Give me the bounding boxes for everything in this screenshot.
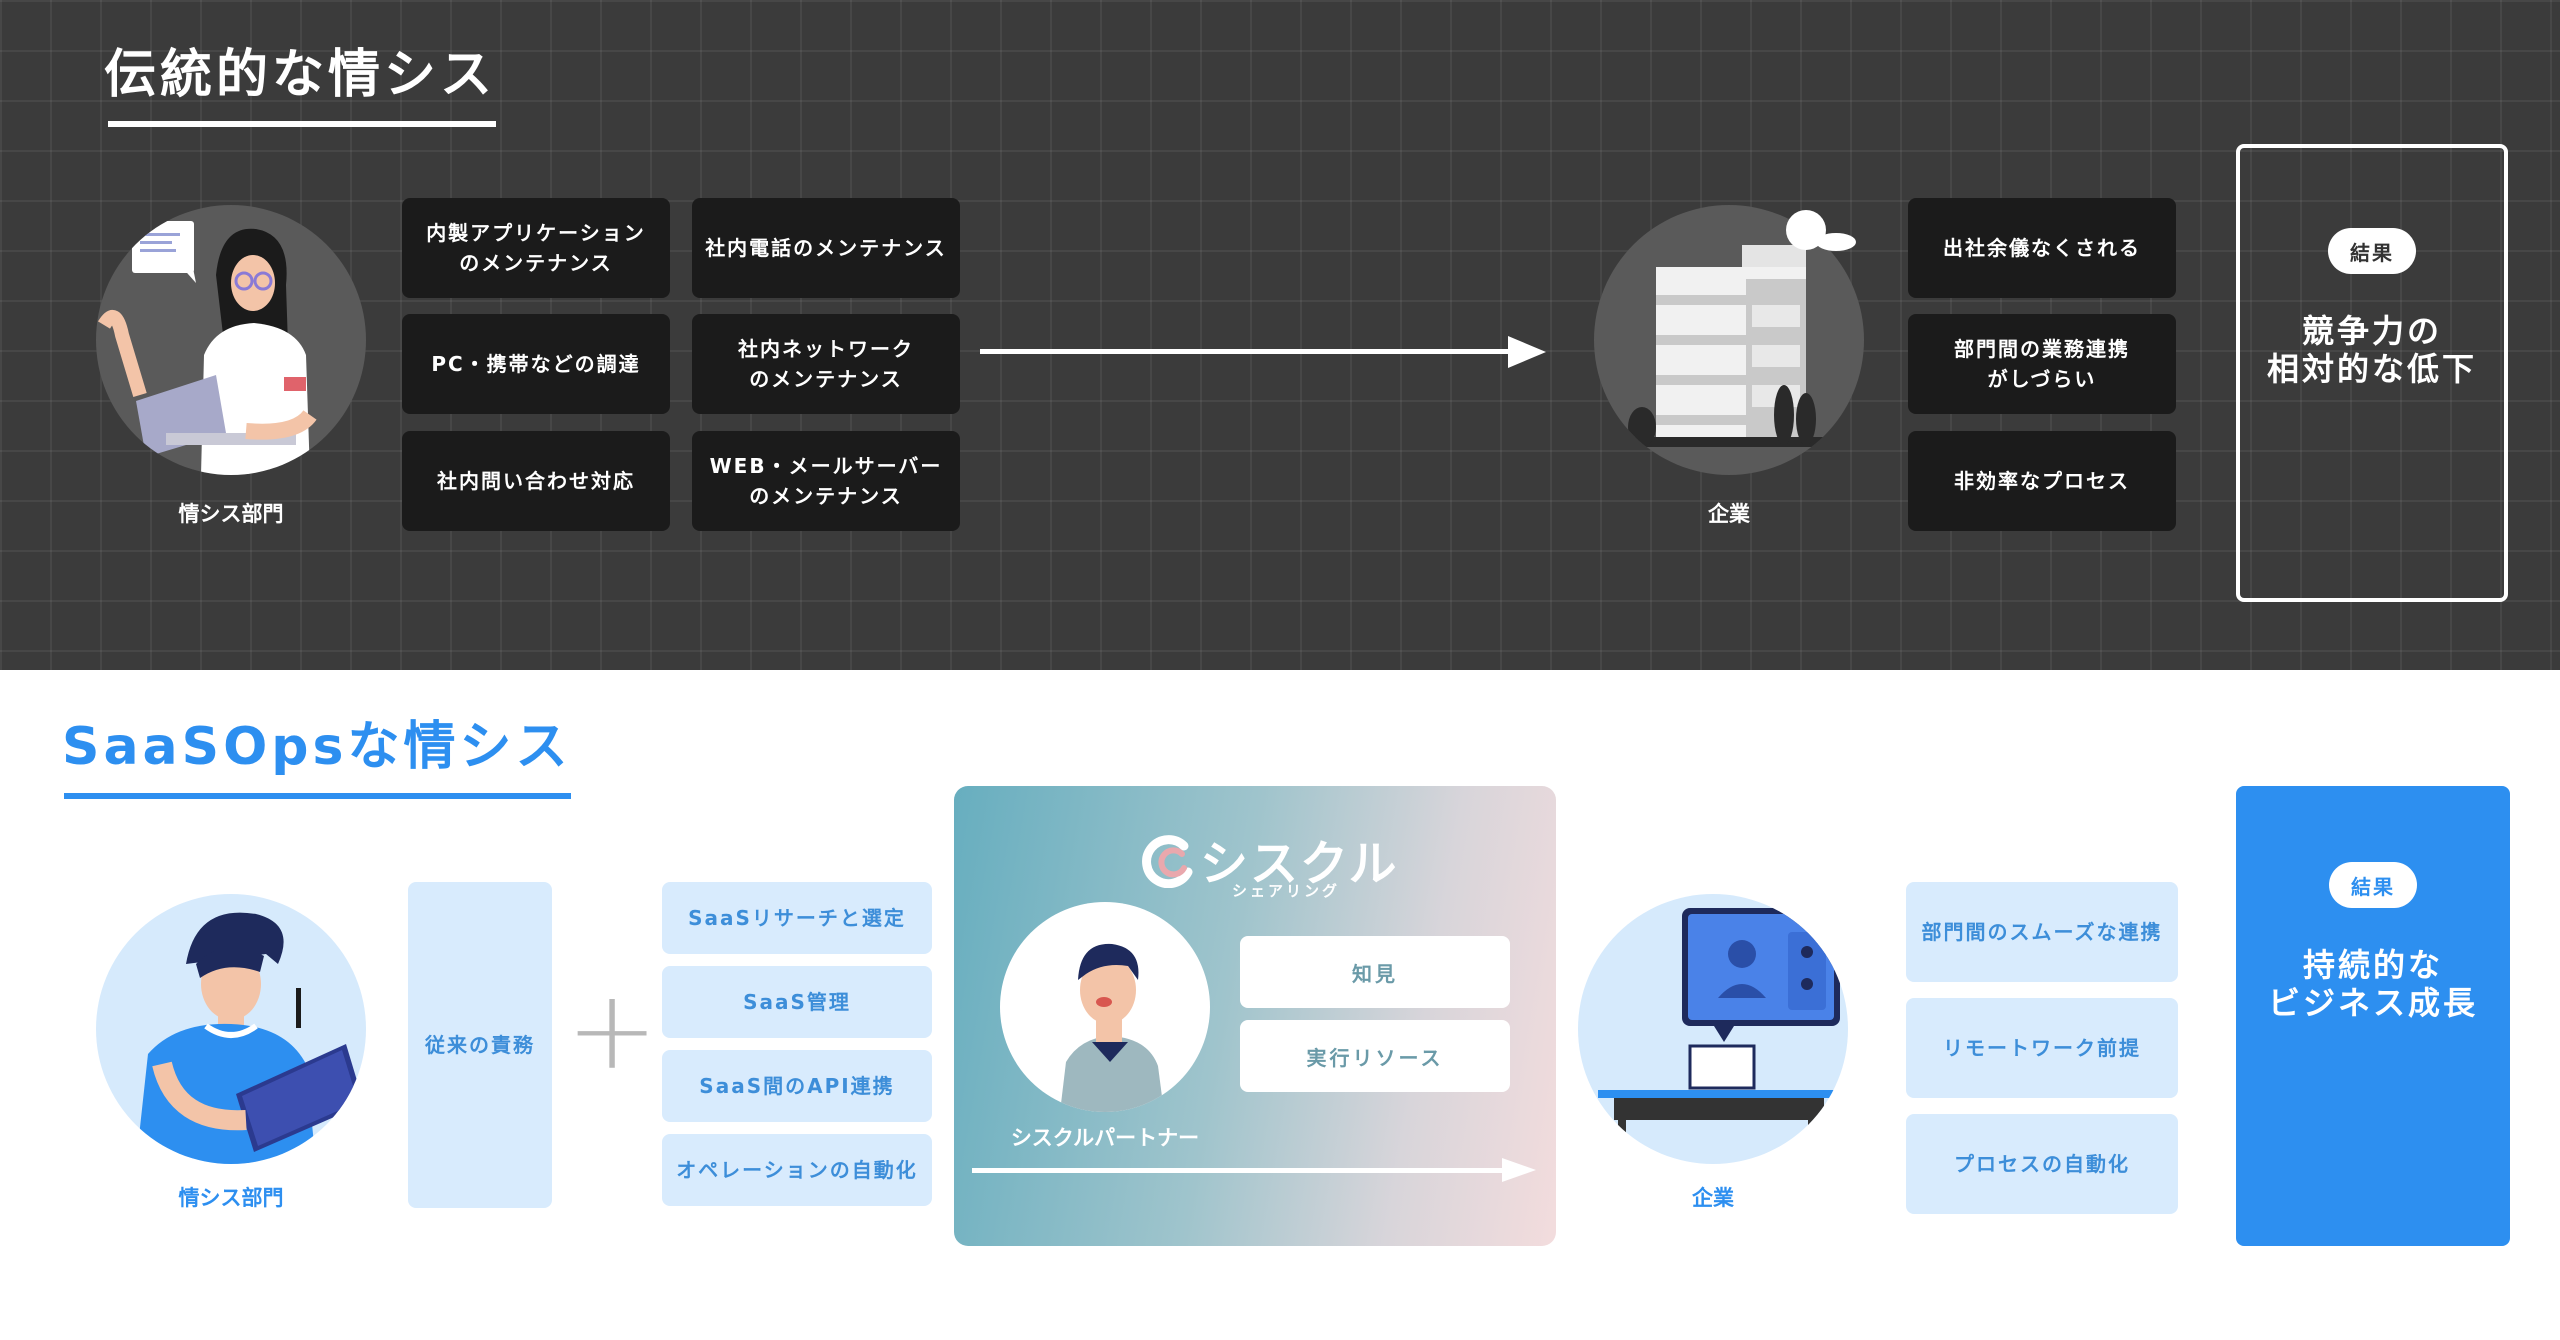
effect-inefficient-process: 非効率なプロセス xyxy=(1908,431,2176,531)
it-staff-label: 情シス部門 xyxy=(178,1186,284,1210)
cloud-icon xyxy=(1786,210,1856,251)
company-illustration xyxy=(1594,205,1864,475)
offer-execution-resource: 実行リソース xyxy=(1240,1020,1510,1092)
partner-illustration xyxy=(1000,902,1210,1112)
duty-phone: 社内電話のメンテナンス xyxy=(692,198,960,298)
duty-ops-automation: オペレーションの自動化 xyxy=(662,1134,932,1206)
traditional-section: 伝統的な情シス 情シス部門 内製ア xyxy=(0,0,2560,670)
video-call-screen-icon xyxy=(1598,908,1848,1164)
effect-smooth-collaboration: 部門間のスムーズな連携 xyxy=(1906,882,2178,982)
partner-man-icon xyxy=(1060,943,1164,1112)
effect-poor-collaboration: 部門間の業務連携 がしづらい xyxy=(1908,314,2176,414)
partner-logo-text: シスクル xyxy=(1200,836,1399,892)
woman-with-laptop-icon xyxy=(97,221,317,475)
it-staff-illustration xyxy=(96,894,366,1164)
duty-network: 社内ネットワーク のメンテナンス xyxy=(692,314,960,414)
effect-remote-work: リモートワーク前提 xyxy=(1906,998,2178,1098)
flow-arrow-line xyxy=(972,1168,1506,1173)
result-tag: 結果 xyxy=(2328,228,2416,274)
duty-saas-management: SaaS管理 xyxy=(662,966,932,1038)
flow-arrow-line xyxy=(980,349,1510,354)
result-tag: 結果 xyxy=(2329,862,2417,908)
plus-icon: + xyxy=(566,966,659,1094)
traditional-title: 伝統的な情シス xyxy=(104,32,497,127)
result-text: 競争力の 相対的な低下 xyxy=(2266,312,2477,388)
arrow-right-icon xyxy=(1502,1158,1536,1182)
company-label: 企業 xyxy=(1692,1186,1734,1210)
partner-logo-subtext: シェアリング xyxy=(1232,882,1341,900)
offer-knowledge: 知見 xyxy=(1240,936,1510,1008)
office-building-icon xyxy=(1624,245,1834,447)
effect-office-required: 出社余儀なくされる xyxy=(1908,198,2176,298)
saasops-section: SaaSOpsな情シス 情シス部門 従来の責務 + SaaSリサーチと選定 Sa… xyxy=(0,670,2560,1340)
duty-servers: WEB・メールサーバー のメンテナンス xyxy=(692,431,960,531)
company-label: 企業 xyxy=(1708,502,1750,526)
conventional-duties-box: 従来の責務 xyxy=(408,882,552,1208)
man-with-tablet-icon xyxy=(136,912,364,1164)
saasops-result-card: 結果 持続的な ビジネス成長 xyxy=(2236,786,2510,1246)
company-illustration xyxy=(1578,894,1848,1164)
duty-procurement: PC・携帯などの調達 xyxy=(402,314,670,414)
result-text: 持続的な ビジネス成長 xyxy=(2267,946,2478,1022)
partner-panel: シスクル シェアリング シスクルパートナー 知見 実行リソース xyxy=(954,786,1556,1246)
title-underline xyxy=(64,793,572,799)
duty-helpdesk: 社内問い合わせ対応 xyxy=(402,431,670,531)
duty-inhouse-app: 内製アプリケーション のメンテナンス xyxy=(402,198,670,298)
it-staff-label: 情シス部門 xyxy=(178,502,284,526)
traditional-result-card: 結果 競争力の 相対的な低下 xyxy=(2236,144,2508,602)
duty-saas-research: SaaSリサーチと選定 xyxy=(662,882,932,954)
arrow-right-icon xyxy=(1508,336,1546,368)
title-underline xyxy=(108,121,497,127)
syscle-logo-icon xyxy=(1142,835,1193,888)
duty-api-integration: SaaS間のAPI連携 xyxy=(662,1050,932,1122)
it-staff-illustration xyxy=(96,205,366,475)
effect-process-automation: プロセスの自動化 xyxy=(1906,1114,2178,1214)
saasops-title: SaaSOpsな情シス xyxy=(62,704,572,799)
partner-label: シスクルパートナー xyxy=(1010,1126,1200,1150)
